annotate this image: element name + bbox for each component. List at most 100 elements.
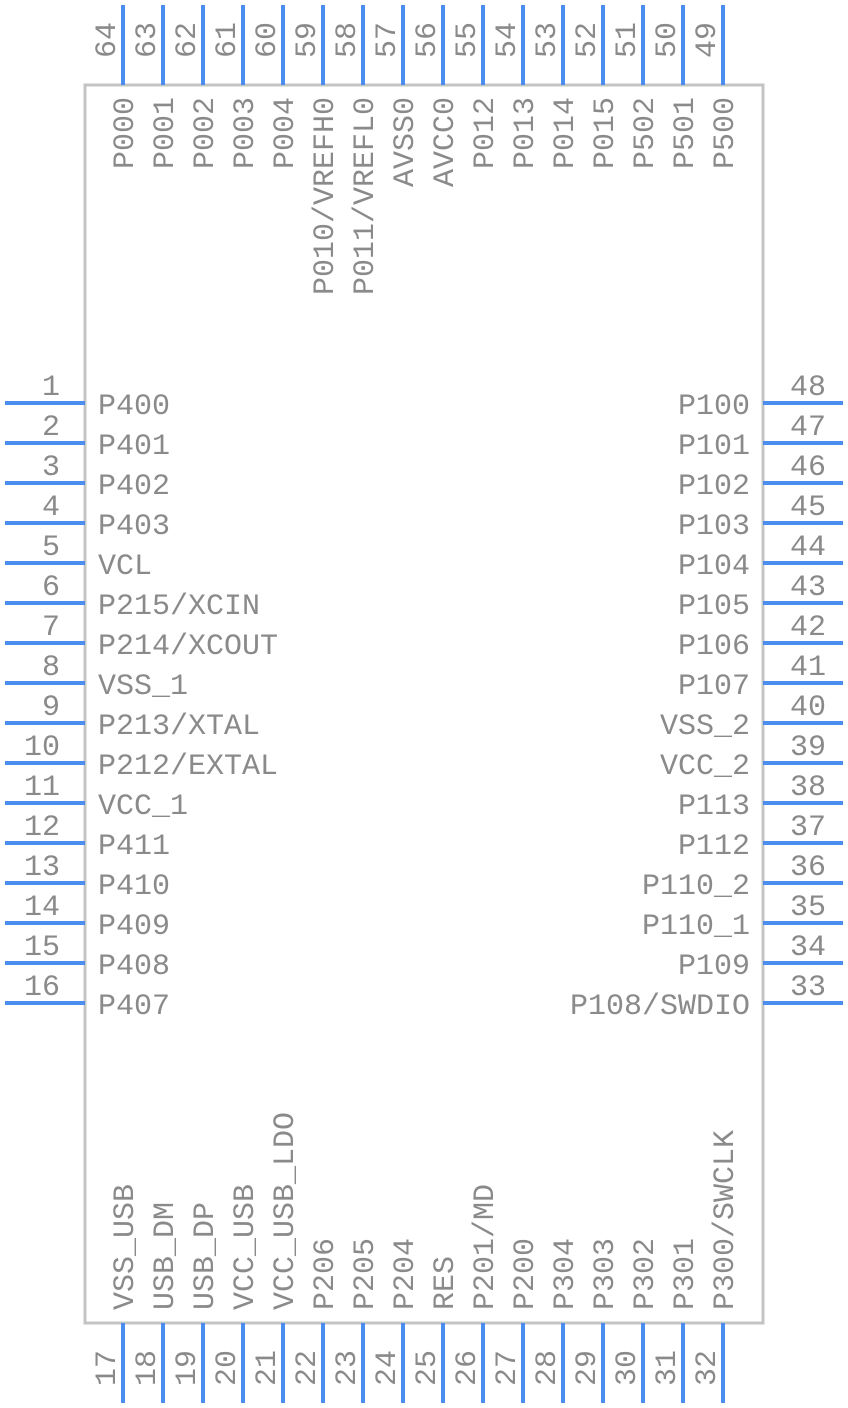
pin-54-number: 54 — [491, 22, 525, 58]
pin-64-number: 64 — [91, 22, 125, 58]
pin-16-name: P407 — [98, 990, 170, 1024]
pin-50-number: 50 — [651, 22, 685, 58]
pin-61-name: P003 — [229, 97, 263, 169]
pin-40-number: 40 — [790, 691, 826, 725]
pin-50-name: P501 — [669, 97, 703, 169]
pin-24-name: P204 — [389, 1238, 423, 1310]
pin-31-number: 31 — [651, 1350, 685, 1386]
pin-59-name: P010/VREFH0 — [309, 97, 343, 295]
pin-56-number: 56 — [411, 22, 445, 58]
pin-49-number: 49 — [691, 22, 725, 58]
pin-46-name: P102 — [678, 470, 750, 504]
pin-4-number: 4 — [42, 491, 60, 525]
pin-3-name: P402 — [98, 470, 170, 504]
pin-13-number: 13 — [24, 851, 60, 885]
pin-2-name: P401 — [98, 430, 170, 464]
pin-22-number: 22 — [291, 1350, 325, 1386]
pin-5-name: VCL — [98, 550, 152, 584]
pin-36-name: P110_2 — [642, 870, 750, 904]
pin-60-name: P004 — [269, 97, 303, 169]
pin-41-number: 41 — [790, 651, 826, 685]
pin-51-number: 51 — [611, 22, 645, 58]
pin-23-name: P205 — [349, 1238, 383, 1310]
pins-layer — [5, 5, 843, 1403]
pin-35-name: P110_1 — [642, 910, 750, 944]
pin-54-name: P013 — [509, 97, 543, 169]
pin-18-number: 18 — [131, 1350, 165, 1386]
pin-19-number: 19 — [171, 1350, 205, 1386]
pin-20-name: VCC_USB — [229, 1184, 263, 1310]
pin-28-name: P304 — [549, 1238, 583, 1310]
labels-layer: 1P4002P4013P4024P4035VCL6P215/XCIN7P214/… — [24, 22, 826, 1386]
pin-48-number: 48 — [790, 371, 826, 405]
pin-26-number: 26 — [451, 1350, 485, 1386]
pin-38-number: 38 — [790, 771, 826, 805]
pin-31-name: P301 — [669, 1238, 703, 1310]
pin-49-name: P500 — [709, 97, 743, 169]
pin-44-name: P104 — [678, 550, 750, 584]
pin-34-name: P109 — [678, 950, 750, 984]
pin-34-number: 34 — [790, 931, 826, 965]
pin-11-number: 11 — [24, 771, 60, 805]
pin-64-name: P000 — [109, 97, 143, 169]
pin-9-name: P213/XTAL — [98, 710, 260, 744]
pin-52-name: P015 — [589, 97, 623, 169]
pin-1-number: 1 — [42, 371, 60, 405]
pin-17-name: VSS_USB — [109, 1184, 143, 1310]
pin-9-number: 9 — [42, 691, 60, 725]
pin-51-name: P502 — [629, 97, 663, 169]
pin-18-name: USB_DM — [149, 1202, 183, 1310]
pin-58-number: 58 — [331, 22, 365, 58]
pin-26-name: P201/MD — [469, 1184, 503, 1310]
pin-52-number: 52 — [571, 22, 605, 58]
pin-14-number: 14 — [24, 891, 60, 925]
pin-61-number: 61 — [211, 22, 245, 58]
pin-57-number: 57 — [371, 22, 405, 58]
pin-7-name: P214/XCOUT — [98, 630, 278, 664]
pin-10-number: 10 — [24, 731, 60, 765]
pin-29-number: 29 — [571, 1350, 605, 1386]
pin-45-name: P103 — [678, 510, 750, 544]
pin-58-name: P011/VREFL0 — [349, 97, 383, 295]
pin-38-name: P113 — [678, 790, 750, 824]
pin-21-name: VCC_USB_LDO — [269, 1112, 303, 1310]
pin-8-name: VSS_1 — [98, 670, 188, 704]
pin-5-number: 5 — [42, 531, 60, 565]
pin-48-name: P100 — [678, 390, 750, 424]
pin-32-number: 32 — [691, 1350, 725, 1386]
pin-3-number: 3 — [42, 451, 60, 485]
pin-14-name: P409 — [98, 910, 170, 944]
pin-25-number: 25 — [411, 1350, 445, 1386]
pin-7-number: 7 — [42, 611, 60, 645]
pin-39-name: VCC_2 — [660, 750, 750, 784]
pin-57-name: AVSS0 — [389, 97, 423, 187]
pin-30-number: 30 — [611, 1350, 645, 1386]
pin-46-number: 46 — [790, 451, 826, 485]
pin-20-number: 20 — [211, 1350, 245, 1386]
pin-41-name: P107 — [678, 670, 750, 704]
pin-15-name: P408 — [98, 950, 170, 984]
pin-15-number: 15 — [24, 931, 60, 965]
pin-30-name: P302 — [629, 1238, 663, 1310]
pin-32-name: P300/SWCLK — [709, 1130, 743, 1310]
pin-25-name: RES — [429, 1256, 463, 1310]
pin-16-number: 16 — [24, 971, 60, 1005]
pin-60-number: 60 — [251, 22, 285, 58]
pin-29-name: P303 — [589, 1238, 623, 1310]
pin-45-number: 45 — [790, 491, 826, 525]
pin-23-number: 23 — [331, 1350, 365, 1386]
pin-53-name: P014 — [549, 97, 583, 169]
pin-11-name: VCC_1 — [98, 790, 188, 824]
pin-59-number: 59 — [291, 22, 325, 58]
pin-39-number: 39 — [790, 731, 826, 765]
ic-body-outline — [83, 83, 765, 1325]
pin-33-name: P108/SWDIO — [570, 990, 750, 1024]
pin-43-number: 43 — [790, 571, 826, 605]
pin-19-name: USB_DP — [189, 1202, 223, 1310]
pin-22-name: P206 — [309, 1238, 343, 1310]
pin-47-number: 47 — [790, 411, 826, 445]
pin-8-number: 8 — [42, 651, 60, 685]
pin-56-name: AVCC0 — [429, 97, 463, 187]
